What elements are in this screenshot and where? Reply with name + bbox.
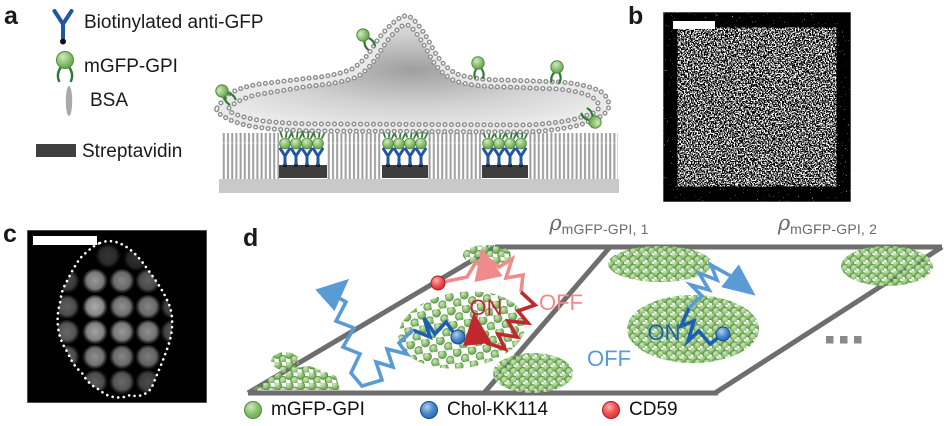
rho-symbol: ρ bbox=[549, 211, 562, 235]
legend-label: Streptavidin bbox=[82, 141, 183, 162]
membrane-schematic bbox=[212, 13, 619, 193]
d-legend-item-gpi: mGFP-GPI bbox=[244, 399, 365, 421]
density-label-2: ρmGFP-GPI, 2 bbox=[765, 211, 890, 237]
legend-item-antibody: Biotinylated anti-GFP bbox=[50, 7, 264, 45]
cell-outline-dotted bbox=[56, 240, 174, 399]
streptavidin-icon bbox=[36, 144, 76, 157]
speckled-disk bbox=[691, 41, 823, 173]
chol-off-label: OFF bbox=[587, 346, 631, 371]
legend-label: mGFP-GPI bbox=[84, 56, 178, 77]
bsa-icon bbox=[65, 86, 73, 116]
cell-membrane bbox=[214, 13, 612, 135]
antibody-icon bbox=[52, 9, 74, 45]
legend-label: BSA bbox=[90, 90, 129, 111]
antibody-row bbox=[278, 127, 530, 169]
blue-sphere-icon bbox=[420, 401, 438, 419]
cd59-off-label: OFF bbox=[539, 290, 583, 315]
chol-trajectory-left bbox=[315, 278, 460, 389]
chol-sphere-left bbox=[450, 329, 466, 345]
rho-subscript: mGFP-GPI, 1 bbox=[561, 221, 649, 237]
cd59-sphere bbox=[430, 275, 446, 291]
single-molecule-image bbox=[663, 12, 851, 202]
d-legend-item-cd59: CD59 bbox=[602, 399, 678, 421]
legend-item-gpi: mGFP-GPI bbox=[52, 50, 178, 86]
panel-label-b: b bbox=[628, 2, 644, 30]
ellipsis-dots bbox=[826, 336, 862, 344]
legend-item-bsa: BSA bbox=[60, 84, 128, 118]
d-legend-label: mGFP-GPI bbox=[271, 399, 365, 420]
density-label-1: ρmGFP-GPI, 1 bbox=[539, 211, 659, 237]
panel-label-c: c bbox=[3, 220, 17, 248]
d-legend-item-chol: Chol-KK114 bbox=[420, 399, 548, 421]
membrane-patch-diagram: ON OFF ON OFF bbox=[246, 244, 944, 396]
panel-label-d: d bbox=[243, 224, 259, 252]
cd59-on-label: ON bbox=[470, 295, 503, 320]
scale-bar bbox=[33, 236, 97, 245]
chol-trajectory-right bbox=[677, 260, 756, 347]
rho-symbol: ρ bbox=[777, 211, 791, 235]
d-legend-label: Chol-KK114 bbox=[447, 399, 549, 420]
chol-on-label: ON bbox=[648, 320, 681, 345]
streptavidin-patches bbox=[279, 165, 528, 178]
chol-sphere-right bbox=[715, 326, 731, 342]
green-sphere-icon bbox=[244, 401, 262, 419]
legend-label: Biotinylated anti-GFP bbox=[84, 12, 264, 33]
red-sphere-icon bbox=[602, 401, 620, 419]
substrate-bar bbox=[219, 179, 619, 193]
cd59-trajectory bbox=[437, 247, 539, 353]
scale-bar bbox=[673, 21, 715, 29]
fluorescent-spot-grid bbox=[57, 244, 173, 396]
panel-label-a: a bbox=[4, 2, 18, 30]
gpi-protein-icon bbox=[56, 51, 74, 83]
patterned-cell-image bbox=[27, 230, 207, 403]
bsa-brush bbox=[221, 133, 618, 179]
d-legend-label: CD59 bbox=[629, 399, 678, 420]
rho-subscript: mGFP-GPI, 2 bbox=[790, 221, 878, 237]
